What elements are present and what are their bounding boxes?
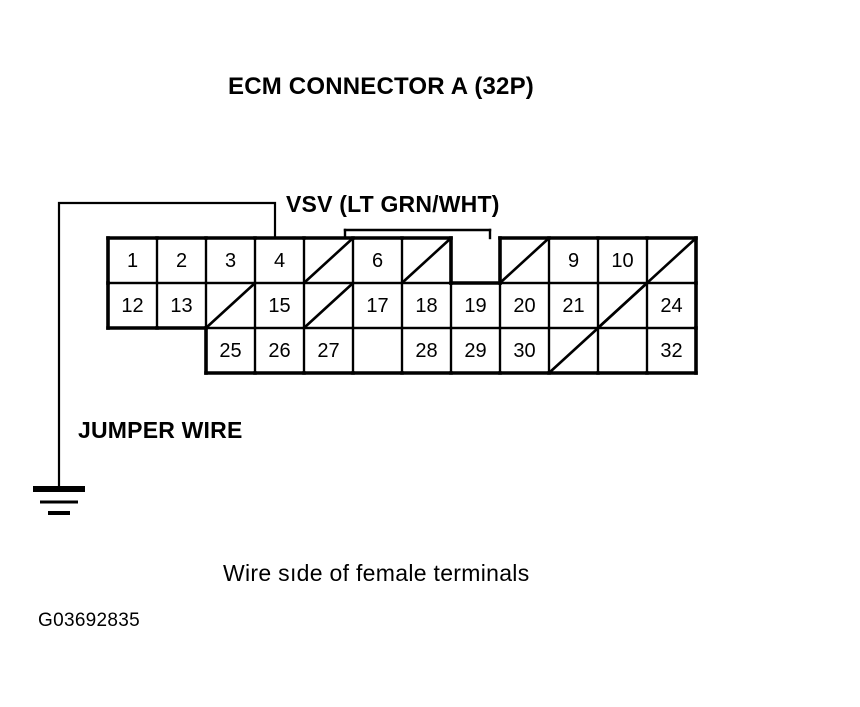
pin-number: 19 xyxy=(464,294,487,317)
pin-number: 20 xyxy=(513,294,536,317)
jumper-wire-path xyxy=(57,201,277,489)
pin-number: 25 xyxy=(219,339,242,362)
figure-caption: Wire sıde of female terminals xyxy=(223,560,530,586)
pin-number: 26 xyxy=(268,339,291,362)
pin-number: 15 xyxy=(268,294,291,317)
page-title: ECM CONNECTOR A (32P) xyxy=(228,73,535,100)
jumper-wire-label: JUMPER WIRE xyxy=(78,417,243,443)
blank-cell-diagonals xyxy=(205,237,697,374)
pin-number: 32 xyxy=(660,339,683,362)
pin-number: 30 xyxy=(513,339,536,362)
pin-number: 1 xyxy=(126,249,139,272)
pin-number: 9 xyxy=(567,249,580,272)
connector-grid xyxy=(106,236,698,375)
pin-number: 29 xyxy=(464,339,487,362)
pin-number: 6 xyxy=(371,249,384,272)
pin-number: 13 xyxy=(170,294,193,317)
pin-number: 21 xyxy=(562,294,585,317)
pin-number: 2 xyxy=(175,249,188,272)
vsv-wire-label: VSV (LT GRN/WHT) xyxy=(286,191,500,217)
pin-number: 28 xyxy=(415,339,438,362)
pin-number: 24 xyxy=(660,294,683,317)
pin-number: 18 xyxy=(415,294,438,317)
pin-number: 4 xyxy=(273,249,286,272)
vsv-leader-bracket xyxy=(343,228,492,240)
pin-number: 17 xyxy=(366,294,389,317)
pin-number: 12 xyxy=(121,294,144,317)
figure-id: G03692835 xyxy=(38,610,141,631)
pin-number: 10 xyxy=(611,249,634,272)
ground-symbol xyxy=(33,486,85,515)
pin-number: 27 xyxy=(317,339,340,362)
pin-number: 3 xyxy=(224,249,237,272)
